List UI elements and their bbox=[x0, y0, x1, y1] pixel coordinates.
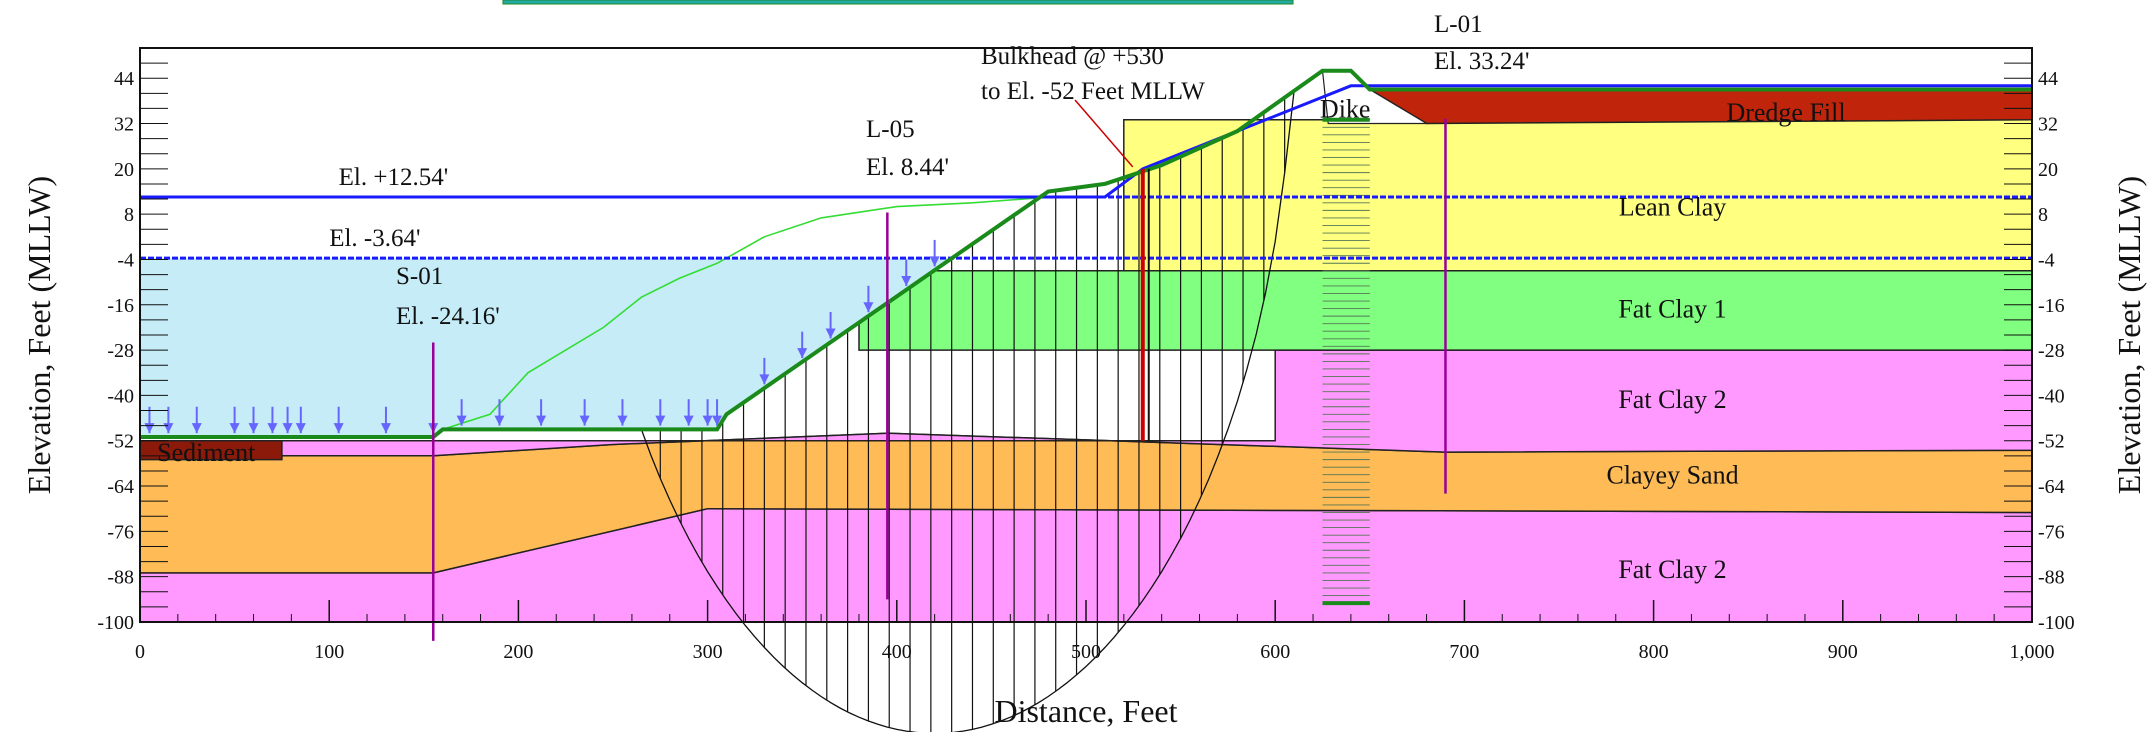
y-tick-label-right: 20 bbox=[2038, 159, 2058, 181]
load-arrow-head bbox=[712, 415, 723, 426]
color-scale-bar bbox=[502, 0, 1294, 5]
y-tick-label-right: -4 bbox=[2038, 249, 2055, 271]
borehole-label-id: L-01 bbox=[1434, 11, 1483, 38]
layer-label: Fat Clay 2 bbox=[1618, 385, 1726, 414]
y-tick-label-right: 44 bbox=[2038, 68, 2058, 90]
y-tick-label-left: -64 bbox=[107, 476, 134, 498]
load-arrow-head bbox=[683, 415, 694, 426]
load-arrow-head bbox=[536, 415, 547, 426]
y-tick-label-left: 8 bbox=[124, 204, 134, 226]
layer-label: Dredge Fill bbox=[1726, 98, 1845, 127]
x-tick-label: 0 bbox=[135, 641, 145, 663]
layer-label: Lean Clay bbox=[1619, 193, 1727, 222]
x-tick-label: 1,000 bbox=[2010, 641, 2055, 663]
borehole-label-id: L-05 bbox=[866, 116, 915, 143]
plot-frame bbox=[139, 0, 2033, 623]
y-tick-label-left: -28 bbox=[107, 340, 134, 362]
x-tick-label: 800 bbox=[1639, 641, 1669, 663]
load-arrow-head bbox=[655, 415, 666, 426]
slip-circle-arc bbox=[640, 70, 1332, 732]
layer-label: Fat Clay 2 bbox=[1618, 555, 1726, 584]
load-arrow-head bbox=[797, 348, 808, 359]
phreatic-line-thin bbox=[442, 196, 1049, 431]
y-tick-label-right: -40 bbox=[2038, 385, 2065, 407]
y-tick-label-left: -40 bbox=[107, 385, 134, 407]
borehole-label-elevation: El. -24.16' bbox=[396, 303, 500, 330]
layer-label: Fat Clay 1 bbox=[1618, 295, 1726, 324]
y-tick-label-left: 44 bbox=[114, 68, 134, 90]
water-level-label: El. +12.54' bbox=[339, 164, 449, 191]
y-tick-label-left: 32 bbox=[114, 114, 134, 136]
y-tick-label-right: -76 bbox=[2038, 521, 2065, 543]
chart-labels: El. +12.54' El. -3.64' Bulkhead @ +530 to E… bbox=[21, 11, 2147, 729]
y-tick-label-right: -28 bbox=[2038, 340, 2065, 362]
y-tick-label-right: -100 bbox=[2038, 612, 2075, 634]
y-tick-label-right: -64 bbox=[2038, 476, 2065, 498]
load-arrow-head bbox=[825, 328, 836, 339]
ground-surface-line bbox=[140, 68, 2032, 439]
borehole-label-elevation: El. 8.44' bbox=[866, 154, 949, 181]
y-tick-label-right: 32 bbox=[2038, 114, 2058, 136]
x-axis-title: Distance, Feet bbox=[994, 693, 1177, 729]
load-arrow-head bbox=[333, 423, 344, 434]
load-arrow-head bbox=[579, 415, 590, 426]
borehole-label-id: S-01 bbox=[396, 263, 443, 290]
y-axis-title-right: Elevation, Feet (MLLW) bbox=[2111, 176, 2147, 494]
x-tick-label: 300 bbox=[693, 641, 723, 663]
load-arrow-head bbox=[863, 302, 874, 313]
load-arrow-head bbox=[702, 415, 713, 426]
y-tick-label-left: 20 bbox=[114, 159, 134, 181]
layer-lean-clay bbox=[1123, 119, 2033, 272]
layer-label: Clayey Sand bbox=[1606, 461, 1738, 490]
borehole-label-elevation: El. 33.24' bbox=[1434, 48, 1529, 75]
y-tick-label-right: -88 bbox=[2038, 567, 2065, 589]
y-tick-label-left: -52 bbox=[107, 431, 134, 453]
load-arrow-head bbox=[229, 423, 240, 434]
bulkhead-label-line2: to El. -52 Feet MLLW bbox=[981, 78, 1205, 105]
x-tick-label: 100 bbox=[314, 641, 344, 663]
water-body bbox=[140, 258, 952, 437]
x-tick-label: 400 bbox=[882, 641, 912, 663]
x-tick-label: 900 bbox=[1828, 641, 1858, 663]
x-tick-label: 200 bbox=[503, 641, 533, 663]
load-arrow-head bbox=[456, 415, 467, 426]
y-tick-label-right: -16 bbox=[2038, 295, 2065, 317]
layer-label: Sediment bbox=[157, 438, 256, 467]
y-tick-label-left: -4 bbox=[117, 249, 134, 271]
y-tick-label-left: -16 bbox=[107, 295, 134, 317]
layer-label: Dike bbox=[1320, 94, 1371, 123]
load-arrow-head bbox=[617, 415, 628, 426]
x-tick-label: 600 bbox=[1260, 641, 1290, 663]
water-region bbox=[140, 258, 952, 437]
load-arrow-head bbox=[267, 423, 278, 434]
water-level-label: El. -3.64' bbox=[329, 225, 420, 252]
y-tick-label-left: -76 bbox=[107, 521, 134, 543]
y-tick-label-right: -52 bbox=[2038, 431, 2065, 453]
load-arrow-head bbox=[759, 374, 770, 385]
load-arrow-head bbox=[295, 423, 306, 434]
piezometric-line bbox=[140, 84, 2032, 199]
y-tick-label-right: 8 bbox=[2038, 204, 2048, 226]
load-arrow-head bbox=[929, 256, 940, 267]
load-arrow-head bbox=[901, 276, 912, 287]
x-tick-label: 500 bbox=[1071, 641, 1101, 663]
bulkhead-label-line1: Bulkhead @ +530 bbox=[981, 43, 1164, 70]
y-axis-title-left: Elevation, Feet (MLLW) bbox=[21, 176, 57, 494]
load-arrow-head bbox=[248, 423, 259, 434]
y-tick-label-left: -100 bbox=[97, 612, 134, 634]
x-tick-label: 700 bbox=[1449, 641, 1479, 663]
load-arrow-head bbox=[191, 423, 202, 434]
y-tick-label-left: -88 bbox=[107, 567, 134, 589]
bulkhead-callout-line bbox=[1074, 99, 1134, 168]
load-arrow-head bbox=[380, 423, 391, 434]
slip-slices bbox=[640, 70, 1370, 732]
load-arrow-head bbox=[494, 415, 505, 426]
load-arrow-head bbox=[282, 423, 293, 434]
profile-lines bbox=[140, 68, 2032, 641]
layer-dredge-fill bbox=[1367, 88, 2033, 125]
